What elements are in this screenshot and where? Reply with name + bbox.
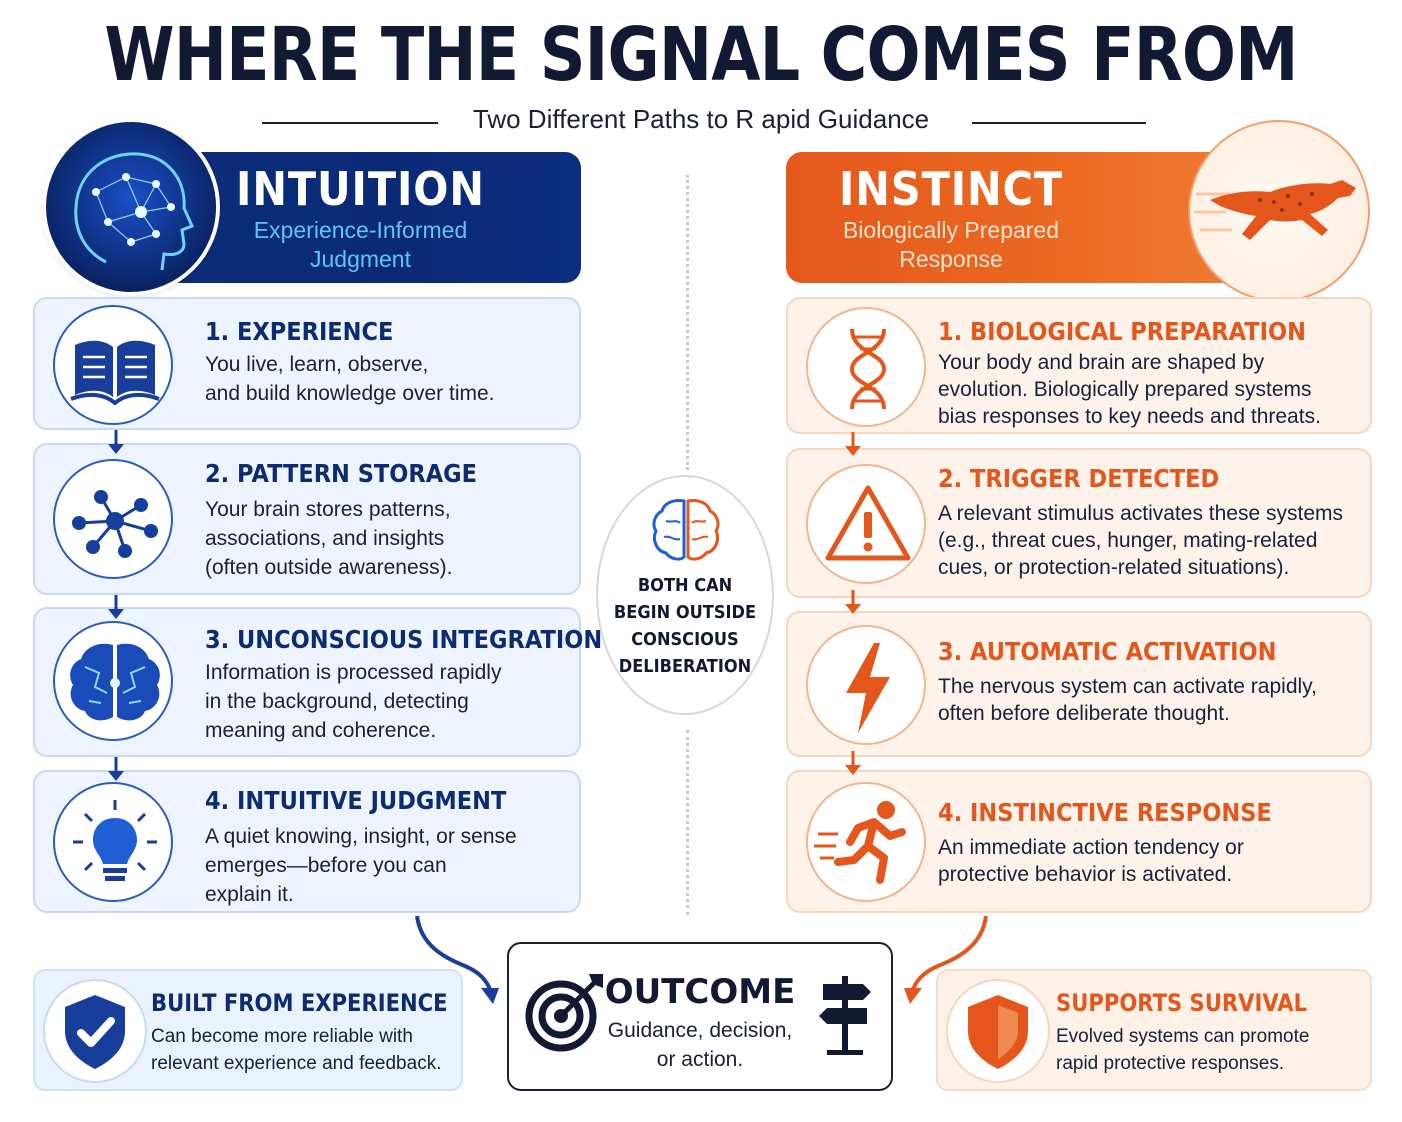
instinct-header: INSTINCT Biologically Prepared Response	[786, 152, 1266, 283]
intuition-subtitle: Experience-Informed Judgment	[253, 217, 468, 272]
step-text: Your body and brain are shaped by evolut…	[938, 351, 1321, 428]
lightbulb-icon	[53, 782, 173, 902]
step-text: Your brain stores patterns, associations…	[205, 498, 453, 579]
page-title: WHERE THE SIGNAL COMES FROM	[104, 12, 1298, 98]
instinct-subtitle: Biologically Prepared Response	[842, 217, 1060, 272]
split-brain-icon	[652, 499, 720, 561]
step-text: A quiet knowing, insight, or sense emerg…	[205, 825, 517, 906]
step-title: 3. UNCONSCIOUS INTEGRATION	[205, 625, 603, 654]
brain-icon	[53, 621, 173, 741]
instinct-title: INSTINCT	[839, 162, 1063, 216]
instinct-step-2: 2. TRIGGER DETECTED A relevant stimulus …	[786, 448, 1372, 598]
built-from-experience-card: BUILT FROM EXPERIENCE Can become more re…	[33, 969, 463, 1091]
step-title: 2. TRIGGER DETECTED	[938, 464, 1220, 493]
step-title: 1. BIOLOGICAL PREPARATION	[938, 317, 1306, 346]
warning-icon	[806, 464, 926, 584]
center-divider-top	[686, 175, 689, 470]
step-title: 3. AUTOMATIC ACTIVATION	[938, 637, 1277, 666]
step-title: 4. INTUITIVE JUDGMENT	[205, 786, 507, 815]
step-text: You live, learn, observe, and build know…	[205, 353, 495, 405]
step-title: 1. EXPERIENCE	[205, 317, 394, 346]
bottom-right-text: Evolved systems can promote rapid protec…	[1056, 1026, 1310, 1074]
step-text: Information is processed rapidly in the …	[205, 661, 502, 742]
network-icon	[53, 459, 173, 579]
subtitle-rule-right	[972, 122, 1146, 124]
head-network-icon	[46, 122, 216, 292]
step-text: An immediate action tendency or protecti…	[938, 836, 1244, 886]
arrow-down-icon	[108, 430, 124, 454]
both-can-oval: BOTH CAN BEGIN OUTSIDE CONSCIOUS DELIBER…	[596, 475, 774, 715]
cheetah-icon	[1188, 120, 1370, 302]
bottom-left-text: Can become more reliable with relevant e…	[151, 1026, 442, 1074]
dna-icon	[806, 307, 926, 427]
bottom-left-title: BUILT FROM EXPERIENCE	[151, 989, 448, 1017]
instinct-step-3: 3. AUTOMATIC ACTIVATION The nervous syst…	[786, 611, 1372, 757]
curved-arrow-icon	[415, 915, 499, 1004]
bottom-right-title: SUPPORTS SURVIVAL	[1056, 989, 1308, 1017]
both-can-text: BOTH CAN BEGIN OUTSIDE CONSCIOUS DELIBER…	[613, 575, 757, 677]
subtitle-rule-left	[262, 122, 438, 124]
shield-check-icon	[43, 979, 147, 1083]
arrow-down-icon	[108, 595, 124, 619]
supports-survival-card: SUPPORTS SURVIVAL Evolved systems can pr…	[936, 969, 1372, 1091]
lightning-icon	[806, 625, 926, 745]
arrow-down-icon	[845, 432, 861, 456]
step-text: A relevant stimulus activates these syst…	[938, 502, 1343, 579]
center-divider-bottom	[686, 730, 689, 915]
intuition-step-1: 1. EXPERIENCE You live, learn, observe, …	[33, 297, 581, 430]
outcome-title: OUTCOME	[604, 972, 796, 1012]
arrow-down-icon	[845, 751, 861, 775]
step-title: 4. INSTINCTIVE RESPONSE	[938, 798, 1272, 827]
instinct-step-4: 4. INSTINCTIVE RESPONSE An immediate act…	[786, 770, 1372, 913]
running-person-icon	[806, 782, 926, 902]
outcome-card: OUTCOME Guidance, decision, or action.	[507, 942, 893, 1091]
arrow-down-icon	[108, 757, 124, 781]
arrow-down-icon	[845, 590, 861, 614]
intuition-step-2: 2. PATTERN STORAGE Your brain stores pat…	[33, 443, 581, 595]
step-text: The nervous system can activate rapidly,…	[938, 675, 1317, 725]
page-subtitle: Two Different Paths to R apid Guidance	[472, 104, 930, 134]
signpost-icon	[819, 976, 871, 1055]
intuition-step-4: 4. INTUITIVE JUDGMENT A quiet knowing, i…	[33, 770, 581, 913]
instinct-step-1: 1. BIOLOGICAL PREPARATION Your body and …	[786, 297, 1372, 434]
step-title: 2. PATTERN STORAGE	[205, 459, 477, 488]
intuition-step-3: 3. UNCONSCIOUS INTEGRATION Information i…	[33, 607, 602, 757]
intuition-header: INTUITION Experience-Informed Judgment	[140, 152, 581, 283]
outcome-text: Guidance, decision, or action.	[607, 1019, 793, 1071]
target-icon	[525, 974, 603, 1052]
shield-icon	[946, 979, 1050, 1083]
book-icon	[53, 305, 173, 425]
curved-arrow-icon	[904, 915, 988, 1004]
intuition-title: INTUITION	[236, 162, 485, 216]
